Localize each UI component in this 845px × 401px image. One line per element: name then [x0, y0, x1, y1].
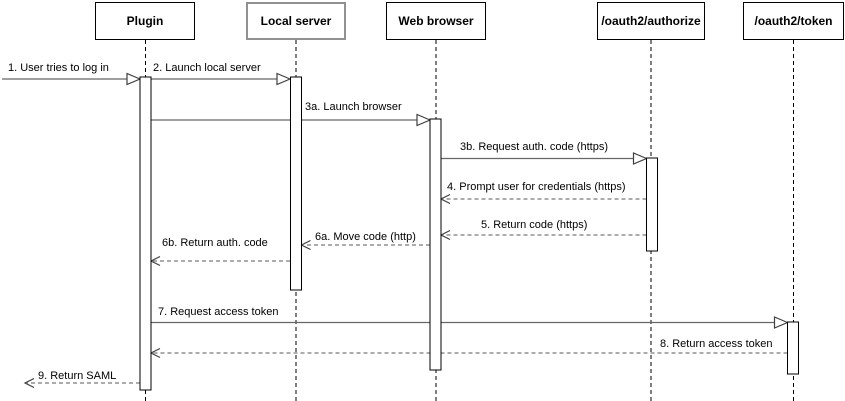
activation-oauth2-authorize: [646, 157, 658, 252]
activation-plugin: [139, 76, 152, 391]
message-label-5: 5. Return code (https): [481, 219, 588, 231]
participant-web-browser: Web browser: [386, 2, 486, 40]
activation-local-server: [290, 76, 302, 291]
participant-local-server: Local server: [246, 2, 346, 40]
participant-label: /oauth2/authorize: [601, 14, 701, 28]
message-label-6b: 6b. Return auth. code: [162, 237, 268, 249]
message-label-3b: 3b. Request auth. code (https): [460, 141, 608, 153]
solid-messages: [2, 78, 775, 324]
message-label-3a: 3a. Launch browser: [305, 101, 402, 113]
message-label-6a: 6a. Move code (http): [315, 231, 416, 243]
message-9-arrowhead: [23, 377, 35, 389]
return-arrowheads: [23, 193, 451, 389]
message-label-2: 2. Launch local server: [153, 62, 261, 74]
participant-plugin: Plugin: [95, 2, 195, 40]
message-7-arrowhead: [773, 316, 790, 329]
solid-arrowheads: [126, 72, 790, 329]
message-3b-arrowhead: [632, 152, 649, 165]
activation-bars: [139, 76, 799, 391]
participant-label: /oauth2/token: [754, 14, 833, 28]
message-3a-arrowhead: [416, 113, 432, 127]
participant-label: Web browser: [398, 14, 474, 28]
activation-oauth2-token: [787, 321, 799, 375]
message-label-1: 1. User tries to log in: [8, 62, 109, 74]
message-label-8: 8. Return access token: [660, 338, 773, 350]
message-2-arrowhead: [276, 72, 292, 86]
message-label-7: 7. Request access token: [158, 306, 279, 318]
participant-oauth2-authorize: /oauth2/authorize: [597, 2, 705, 40]
message-label-4: 4. Prompt user for credentials (https): [447, 181, 626, 193]
dashed-messages: [27, 198, 788, 384]
message-label-9: 9. Return SAML: [38, 370, 117, 382]
participant-label: Local server: [260, 14, 332, 28]
participant-oauth2-token: /oauth2/token: [743, 2, 844, 40]
participant-label: Plugin: [126, 14, 164, 28]
activation-web-browser: [429, 118, 442, 371]
message-1-arrowhead: [126, 72, 142, 86]
